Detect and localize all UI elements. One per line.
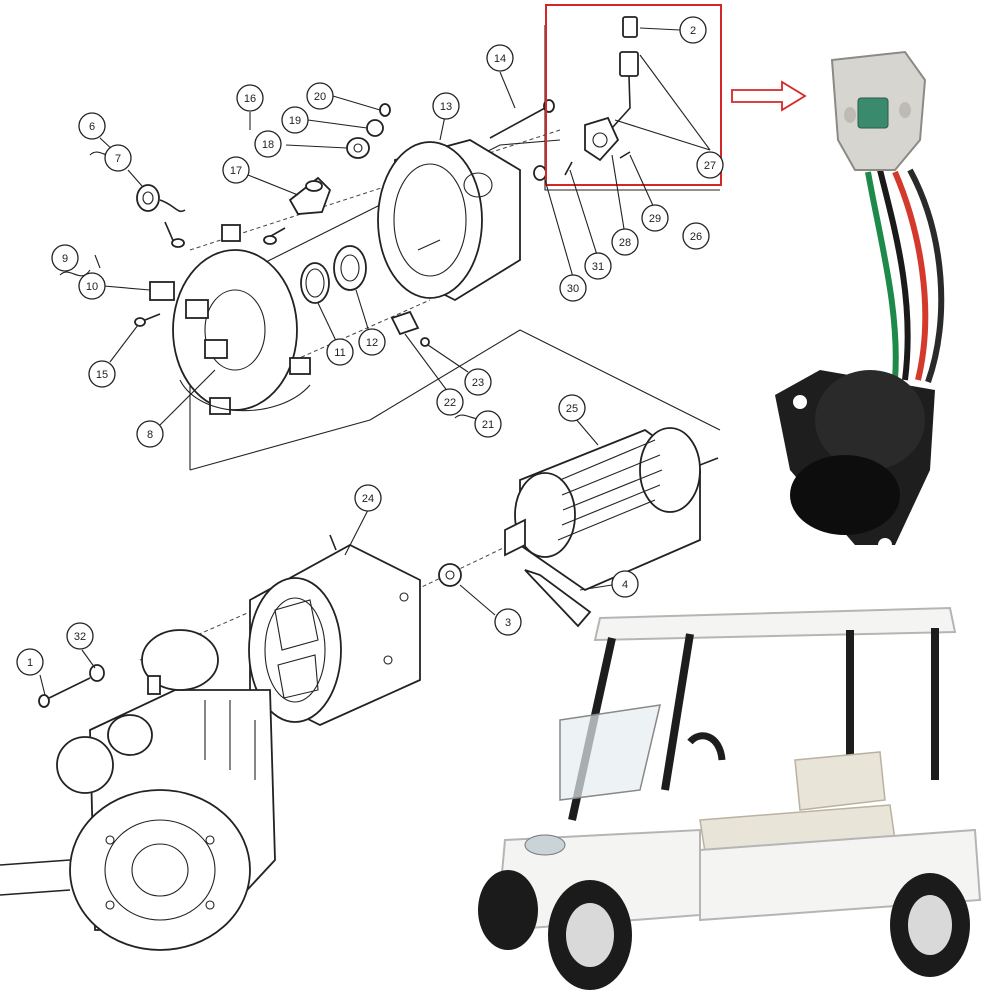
callout-28: 28 <box>611 228 639 256</box>
cart-roof <box>593 606 957 642</box>
mount-bolt-part <box>38 664 161 708</box>
callout-24: 24 <box>354 484 382 512</box>
steering-wheel <box>687 732 726 761</box>
callout-11: 11 <box>326 338 354 366</box>
callout-label: 9 <box>62 253 68 265</box>
windshield <box>559 704 661 801</box>
brush-plate-part <box>149 224 311 415</box>
callout-30: 30 <box>559 274 587 302</box>
callout-29: 29 <box>641 204 669 232</box>
callout-label: 25 <box>566 403 578 415</box>
callout-2: 2 <box>679 16 707 44</box>
callout-label: 12 <box>366 337 378 349</box>
connector-photo <box>775 50 945 552</box>
callout-16: 16 <box>236 84 264 112</box>
callout-label: 13 <box>440 101 452 113</box>
callout-label: 14 <box>494 53 506 65</box>
connector-terminal <box>857 97 889 129</box>
callout-26: 26 <box>682 222 710 250</box>
pinion-gear-part <box>438 563 462 587</box>
grease-tube-part <box>524 569 592 628</box>
callout-25: 25 <box>558 394 586 422</box>
callout-label: 8 <box>147 429 153 441</box>
callout-12: 12 <box>358 328 386 356</box>
callout-9: 9 <box>51 244 79 272</box>
callout-18: 18 <box>254 130 282 158</box>
callout-label: 28 <box>619 237 631 249</box>
callout-14: 14 <box>486 44 514 72</box>
callout-21: 21 <box>474 410 502 438</box>
callout-label: 11 <box>334 347 345 359</box>
callout-label: 15 <box>96 369 108 381</box>
callout-label: 17 <box>230 165 242 177</box>
dark-wire <box>907 168 945 384</box>
bearing-part <box>333 245 367 291</box>
callout-label: 24 <box>362 493 374 505</box>
callout-6: 6 <box>78 112 106 140</box>
brush-screws <box>134 221 286 327</box>
callout-label: 23 <box>472 377 484 389</box>
callout-label: 4 <box>622 579 628 591</box>
callout-label: 21 <box>482 419 494 431</box>
snap-ring-part <box>300 262 330 304</box>
callout-label: 22 <box>444 397 456 409</box>
callout-1: 1 <box>16 648 44 676</box>
armature-part <box>504 427 719 592</box>
callout-19: 19 <box>281 106 309 134</box>
callout-label: 16 <box>244 93 256 105</box>
through-bolt-part <box>489 99 555 139</box>
end-cap-part <box>377 139 521 302</box>
callout-layer: 1234678910111213141516171819202122232425… <box>16 16 724 676</box>
spring-clip-part <box>136 184 186 213</box>
cart-seat-back <box>794 751 886 811</box>
callout-3: 3 <box>494 608 522 636</box>
pointer-arrow <box>731 80 807 112</box>
callout-20: 20 <box>306 82 334 110</box>
callout-label: 18 <box>262 139 274 151</box>
callout-7: 7 <box>104 144 132 172</box>
callout-label: 2 <box>690 25 696 37</box>
callout-4: 4 <box>611 570 639 598</box>
callout-label: 26 <box>690 231 702 243</box>
callout-31: 31 <box>584 252 612 280</box>
callout-17: 17 <box>222 156 250 184</box>
transaxle-housing-part <box>0 629 276 951</box>
callout-label: 30 <box>567 283 579 295</box>
highlight-box <box>545 4 722 186</box>
black-wire <box>877 169 911 381</box>
callout-label: 31 <box>592 261 604 273</box>
green-wire <box>865 171 899 381</box>
terminal-hardware <box>288 103 391 215</box>
leader-lines <box>39 27 711 696</box>
callout-label: 6 <box>89 121 95 133</box>
callout-23: 23 <box>464 368 492 396</box>
callout-label: 19 <box>289 115 301 127</box>
golf-cart-photo <box>478 606 982 990</box>
callout-label: 3 <box>505 617 511 629</box>
speed-sensor-parts <box>533 16 639 181</box>
callout-label: 27 <box>704 160 716 172</box>
callout-label: 1 <box>27 657 33 669</box>
bracket-plate-part <box>390 310 430 347</box>
callout-15: 15 <box>88 360 116 388</box>
callout-10: 10 <box>78 272 106 300</box>
callout-32: 32 <box>66 622 94 650</box>
field-housing-part <box>248 534 421 726</box>
callout-label: 20 <box>314 91 326 103</box>
callout-8: 8 <box>136 420 164 448</box>
callout-label: 32 <box>74 631 86 643</box>
callout-label: 7 <box>115 153 121 165</box>
callout-27: 27 <box>696 151 724 179</box>
callout-label: 29 <box>649 213 661 225</box>
red-wire <box>892 170 929 381</box>
callout-22: 22 <box>436 388 464 416</box>
callout-label: 10 <box>86 281 98 293</box>
callout-13: 13 <box>432 92 460 120</box>
